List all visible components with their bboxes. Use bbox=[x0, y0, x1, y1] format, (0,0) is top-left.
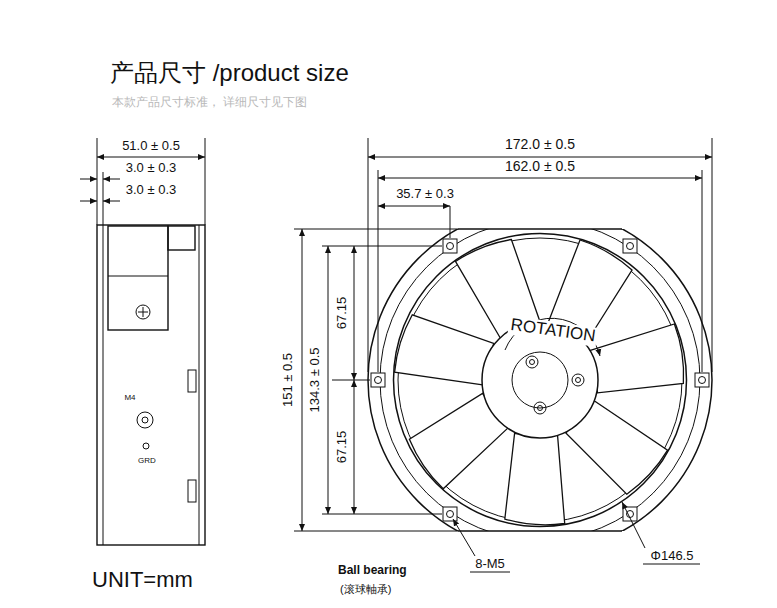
title: 产品尺寸 /product size bbox=[110, 60, 349, 86]
dimension: 172.0 ± 0.5 bbox=[505, 137, 575, 152]
bearing-note: Ball bearing bbox=[338, 564, 407, 577]
diameter-callout: Φ146.5 bbox=[651, 549, 694, 563]
dimension: 151 ± 0.5 bbox=[281, 353, 295, 407]
terminal-label: GRD bbox=[138, 457, 156, 466]
unit-note: UNIT=mm bbox=[92, 568, 193, 592]
dimension: 67.15 bbox=[335, 297, 349, 330]
terminal-label: M4 bbox=[124, 394, 135, 403]
subtitle-note: 本款产品尺寸标准， 详细尺寸见下图 bbox=[112, 96, 307, 109]
dimension: 67.15 bbox=[335, 431, 349, 464]
dimension: 35.7 ± 0.3 bbox=[396, 187, 454, 201]
dimension: 162.0 ± 0.5 bbox=[505, 159, 575, 174]
dimension: 3.0 ± 0.3 bbox=[126, 183, 177, 197]
hole-callout: 8-M5 bbox=[475, 557, 505, 571]
dimension: 134.3 ± 0.5 bbox=[308, 348, 322, 413]
bearing-note: (滚球軸承) bbox=[340, 583, 391, 595]
dimension: 3.0 ± 0.3 bbox=[126, 161, 177, 175]
dimension: 51.0 ± 0.5 bbox=[122, 139, 180, 153]
